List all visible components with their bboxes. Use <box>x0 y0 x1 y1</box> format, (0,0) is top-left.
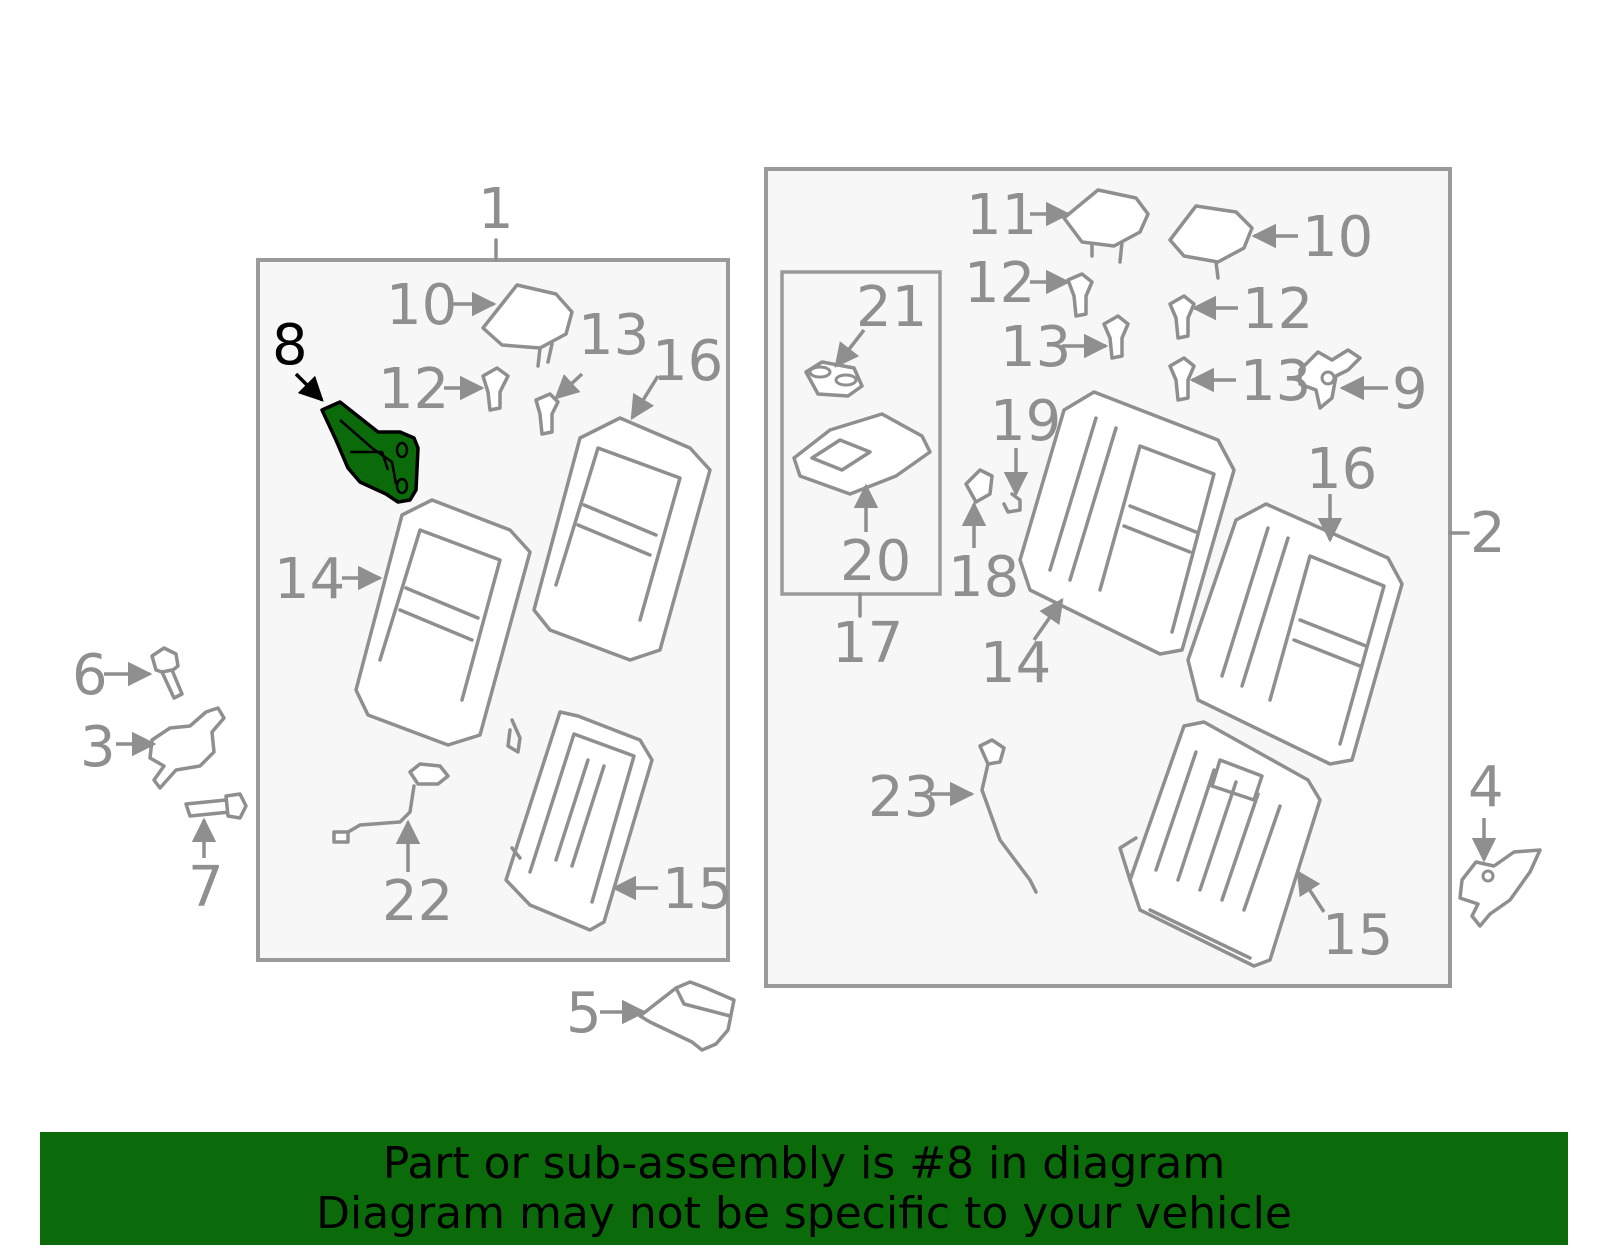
part-12-guide-right-b <box>1168 294 1196 340</box>
part-9-clip <box>1298 348 1362 410</box>
callout-11: 11 <box>966 183 1037 248</box>
callout-16-right: 16 <box>1306 437 1377 502</box>
part-16-cover-right <box>1186 502 1404 766</box>
banner-line-1: Part or sub-assembly is #8 in diagram <box>382 1137 1226 1189</box>
part-15-frame-right <box>1118 720 1322 968</box>
part-23-harness <box>978 738 1038 894</box>
callout-9: 9 <box>1392 357 1428 422</box>
callout-10-right: 10 <box>1302 205 1373 270</box>
callout-12-left: 12 <box>378 357 449 422</box>
part-11-headrest <box>1062 188 1150 264</box>
callout-13-right-a: 13 <box>1000 315 1071 380</box>
callout-15-left: 15 <box>662 857 733 922</box>
banner-line-2: Diagram may not be specific to your vehi… <box>316 1187 1292 1239</box>
part-13-guide-left <box>534 392 560 436</box>
callout-7: 7 <box>188 855 224 920</box>
part-16-cover-left <box>532 416 712 662</box>
callout-22: 22 <box>382 869 453 934</box>
part-19-hook <box>1002 492 1022 514</box>
callout-18: 18 <box>948 545 1019 610</box>
callout-14-right: 14 <box>980 631 1051 696</box>
part-14-backrest-right <box>1018 390 1236 656</box>
callout-1: 1 <box>478 177 514 242</box>
callout-2: 2 <box>1470 501 1506 566</box>
callout-6: 6 <box>72 643 108 708</box>
callout-13-left: 13 <box>578 303 649 368</box>
part-4-bracket <box>1458 848 1542 928</box>
part-21-cup-holder <box>804 360 864 398</box>
callout-10-left: 10 <box>386 273 457 338</box>
callout-16-left: 16 <box>652 329 723 394</box>
callout-20: 20 <box>840 529 911 594</box>
callout-4: 4 <box>1468 755 1504 820</box>
part-10-headrest-right <box>1168 204 1254 280</box>
callout-12-right-a: 12 <box>964 251 1035 316</box>
callout-17: 17 <box>832 611 903 676</box>
part-13-guide-right-b <box>1168 356 1196 402</box>
part-12-guide-right-a <box>1066 272 1094 318</box>
callout-15-right: 15 <box>1322 903 1393 968</box>
part-3-bracket <box>148 706 226 790</box>
callout-21: 21 <box>856 275 927 340</box>
part-20-armrest <box>792 412 932 496</box>
part-15-frame-left <box>504 710 654 932</box>
part-14-backrest-left <box>354 498 532 747</box>
part-info-banner: Part or sub-assembly is #8 in diagram Di… <box>40 1132 1568 1245</box>
part-6-bolt <box>150 646 184 700</box>
callout-23: 23 <box>868 765 939 830</box>
part-13-guide-right-a <box>1102 314 1130 360</box>
callout-14-left: 14 <box>274 547 345 612</box>
callout-8: 8 <box>272 313 308 378</box>
part-7-bolt <box>184 792 248 820</box>
callout-5: 5 <box>566 981 602 1046</box>
callout-13-right-b: 13 <box>1240 349 1311 414</box>
part-12-guide-left <box>481 366 510 412</box>
part-5-bracket <box>638 980 736 1052</box>
callout-19: 19 <box>990 389 1061 454</box>
callout-12-right-b: 12 <box>1242 277 1313 342</box>
callout-3: 3 <box>80 715 116 780</box>
part-8-bracket-highlighted <box>320 400 420 504</box>
part-10-headrest-left <box>481 283 574 368</box>
part-18-clip <box>964 468 994 504</box>
